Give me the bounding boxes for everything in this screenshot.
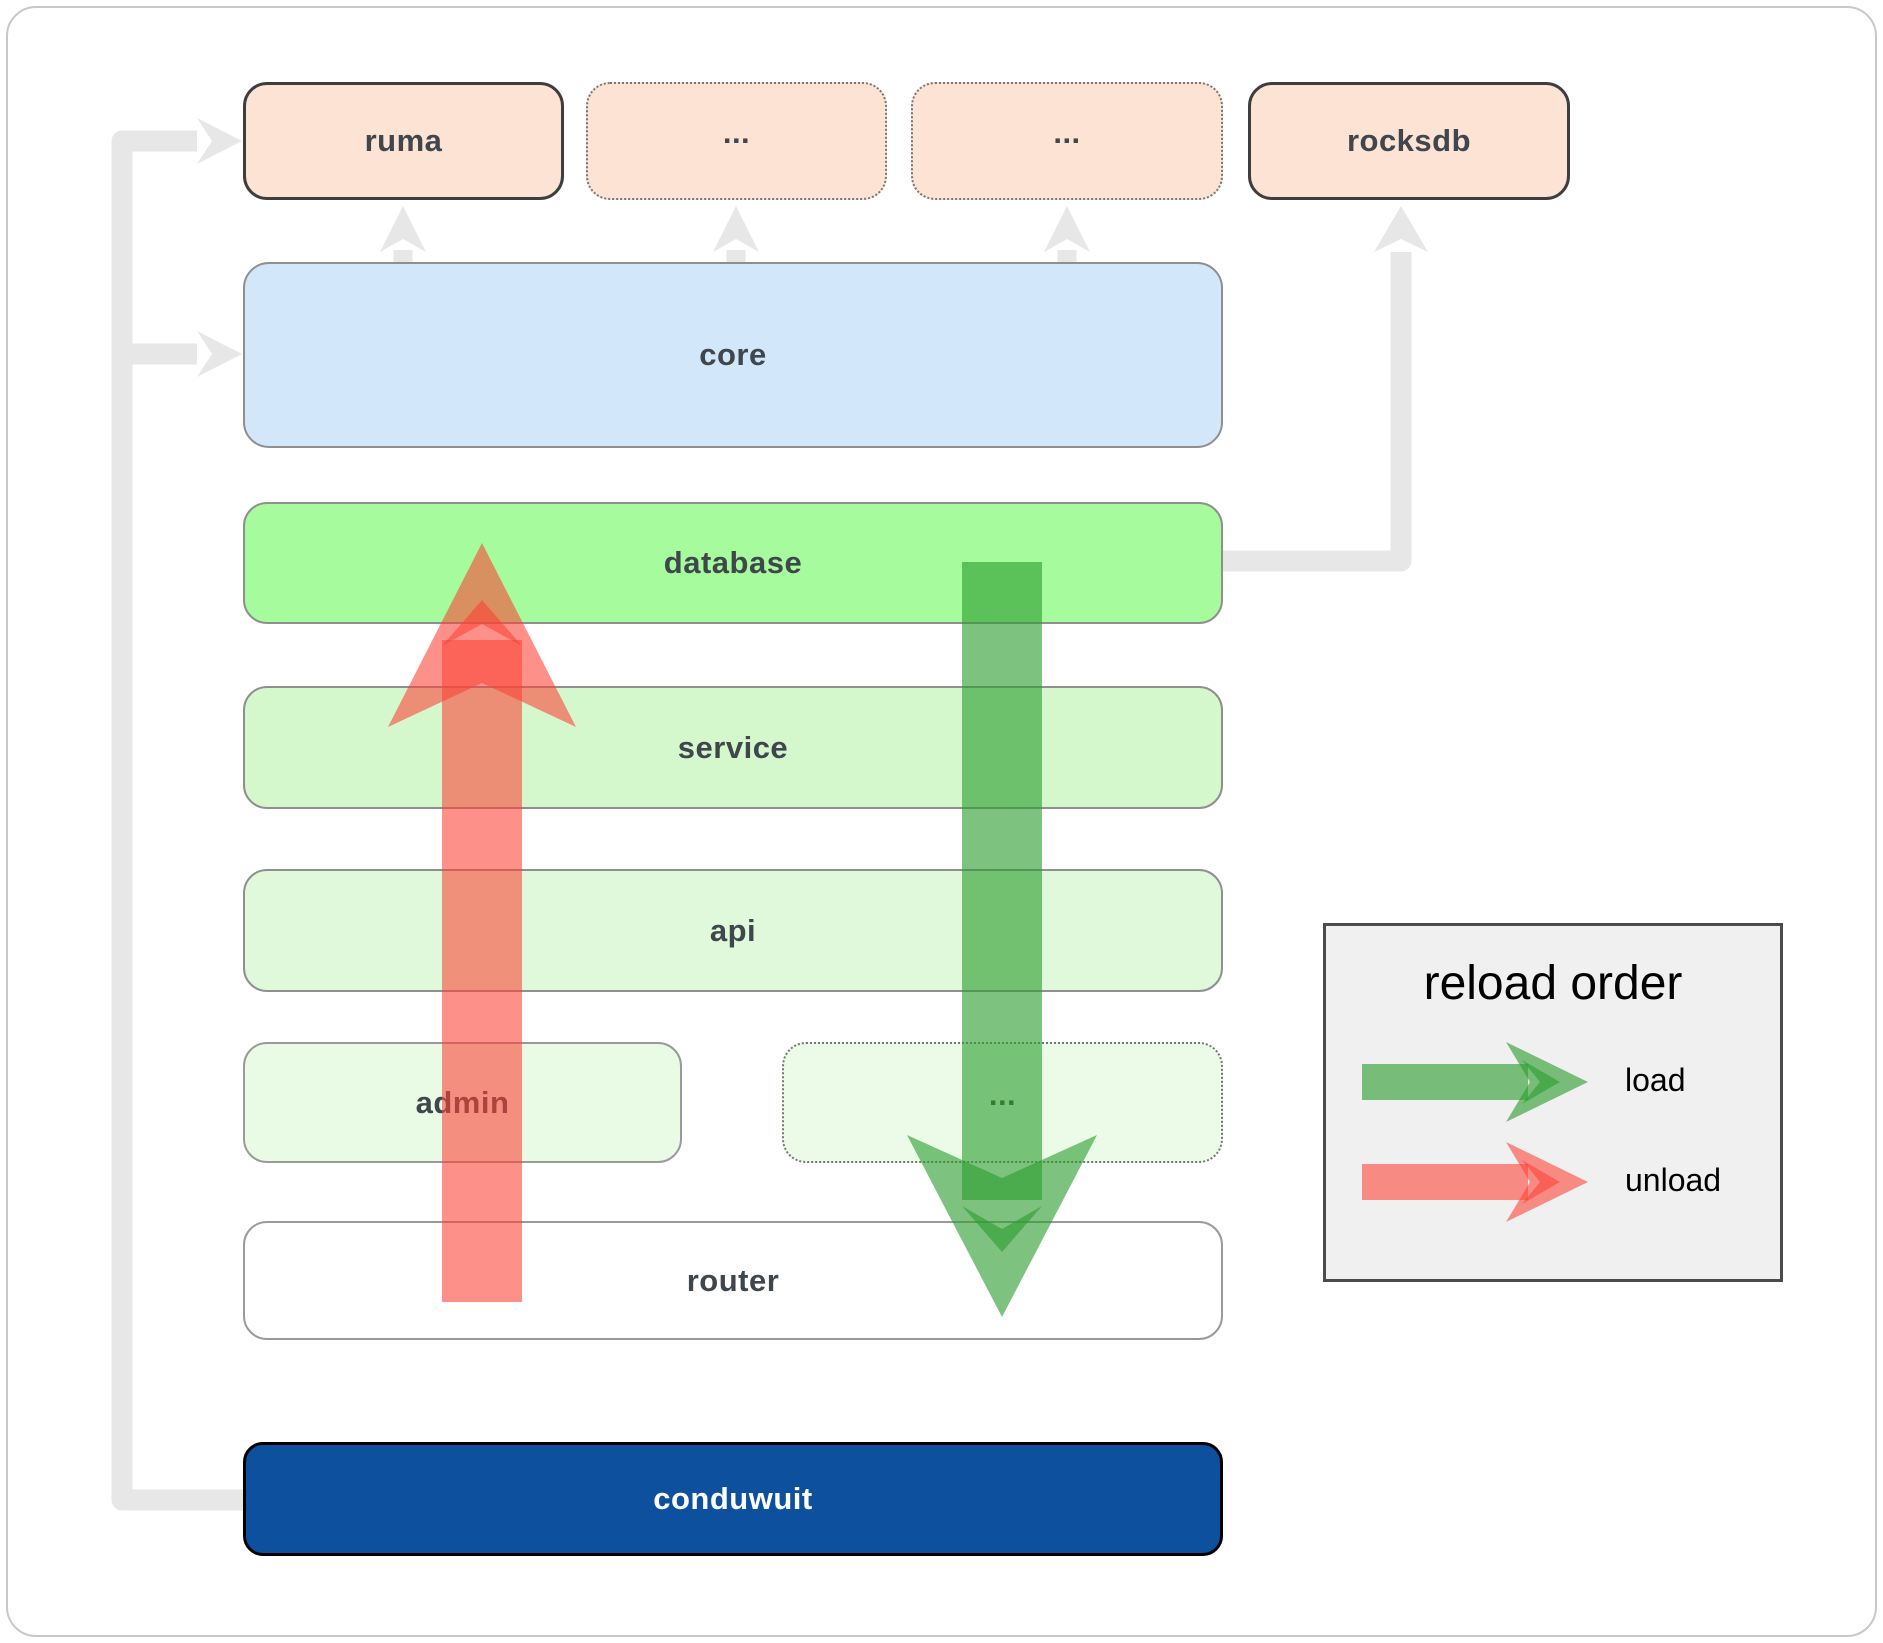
node-database: database xyxy=(243,502,1223,624)
node-rocksdb: rocksdb xyxy=(1248,82,1570,200)
node-ellipsis-top-1: ... xyxy=(586,82,887,200)
node-api: api xyxy=(243,869,1223,992)
legend-load-label: load xyxy=(1625,1062,1686,1098)
legend-unload-label: unload xyxy=(1625,1162,1722,1198)
outer-frame xyxy=(6,6,1877,1637)
node-ellipsis-top-2: ... xyxy=(911,82,1223,200)
node-database-label: database xyxy=(663,545,803,580)
node-conduwuit-label: conduwuit xyxy=(653,1481,813,1516)
node-ruma: ruma xyxy=(243,82,564,200)
node-router: router xyxy=(243,1221,1223,1340)
node-api-label: api xyxy=(709,912,757,948)
legend-box: reload order xyxy=(1323,923,1783,1282)
node-core-label: core xyxy=(699,337,767,372)
node-admin: admin xyxy=(243,1042,682,1163)
legend-title: reload order xyxy=(1423,957,1683,1010)
node-router-label: router xyxy=(686,1262,780,1298)
node-ellipsis-top-1-label: ... xyxy=(722,115,751,151)
node-ellipsis-admin-row: ... xyxy=(782,1042,1223,1163)
node-core: core xyxy=(243,262,1223,448)
node-rocksdb-label: rocksdb xyxy=(1346,123,1472,158)
node-service-label: service xyxy=(677,729,789,765)
node-ellipsis-admin-row-label: ... xyxy=(988,1076,1017,1112)
node-ruma-label: ruma xyxy=(364,123,443,158)
node-conduwuit: conduwuit xyxy=(243,1442,1223,1556)
node-ellipsis-top-2-label: ... xyxy=(1053,115,1081,151)
node-admin-label: admin xyxy=(415,1084,510,1120)
node-service: service xyxy=(243,686,1223,809)
